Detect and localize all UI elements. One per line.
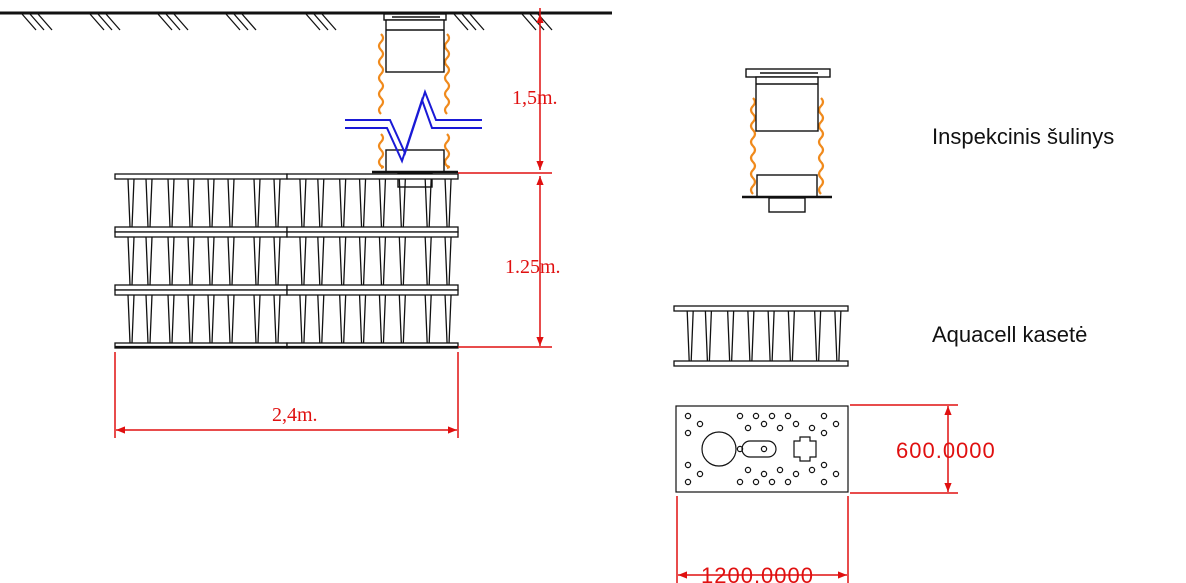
ground-surface — [0, 11, 612, 31]
cassette-stack — [114, 173, 459, 349]
legend-cassette-side — [673, 305, 849, 367]
inspection-well-label: Inspekcinis šulinys — [932, 124, 1114, 149]
depth-cassettes-label: 1.25m. — [505, 256, 561, 278]
geotextile-right-top — [443, 33, 451, 115]
width-dimension — [114, 352, 459, 438]
legend-inspection-well — [742, 68, 832, 213]
geotextile-left-top — [377, 33, 385, 115]
cassette-dimensions — [676, 404, 958, 583]
geotextile-right-bottom — [443, 133, 451, 170]
inspection-well-section — [372, 13, 458, 188]
break-symbol — [345, 89, 482, 164]
legend-cassette-top — [675, 405, 849, 493]
cassette-label: Aquacell kasetė — [932, 322, 1087, 347]
cassette-height-dim: 600.0000 — [896, 438, 996, 463]
width-total-label: 2,4m. — [272, 404, 318, 426]
depth-cover-label: 1,5m. — [512, 87, 558, 109]
cassette-length-dim: 1200.0000 — [701, 563, 814, 583]
geotextile-left-bottom — [377, 133, 385, 170]
vertical-dimension — [458, 8, 552, 348]
